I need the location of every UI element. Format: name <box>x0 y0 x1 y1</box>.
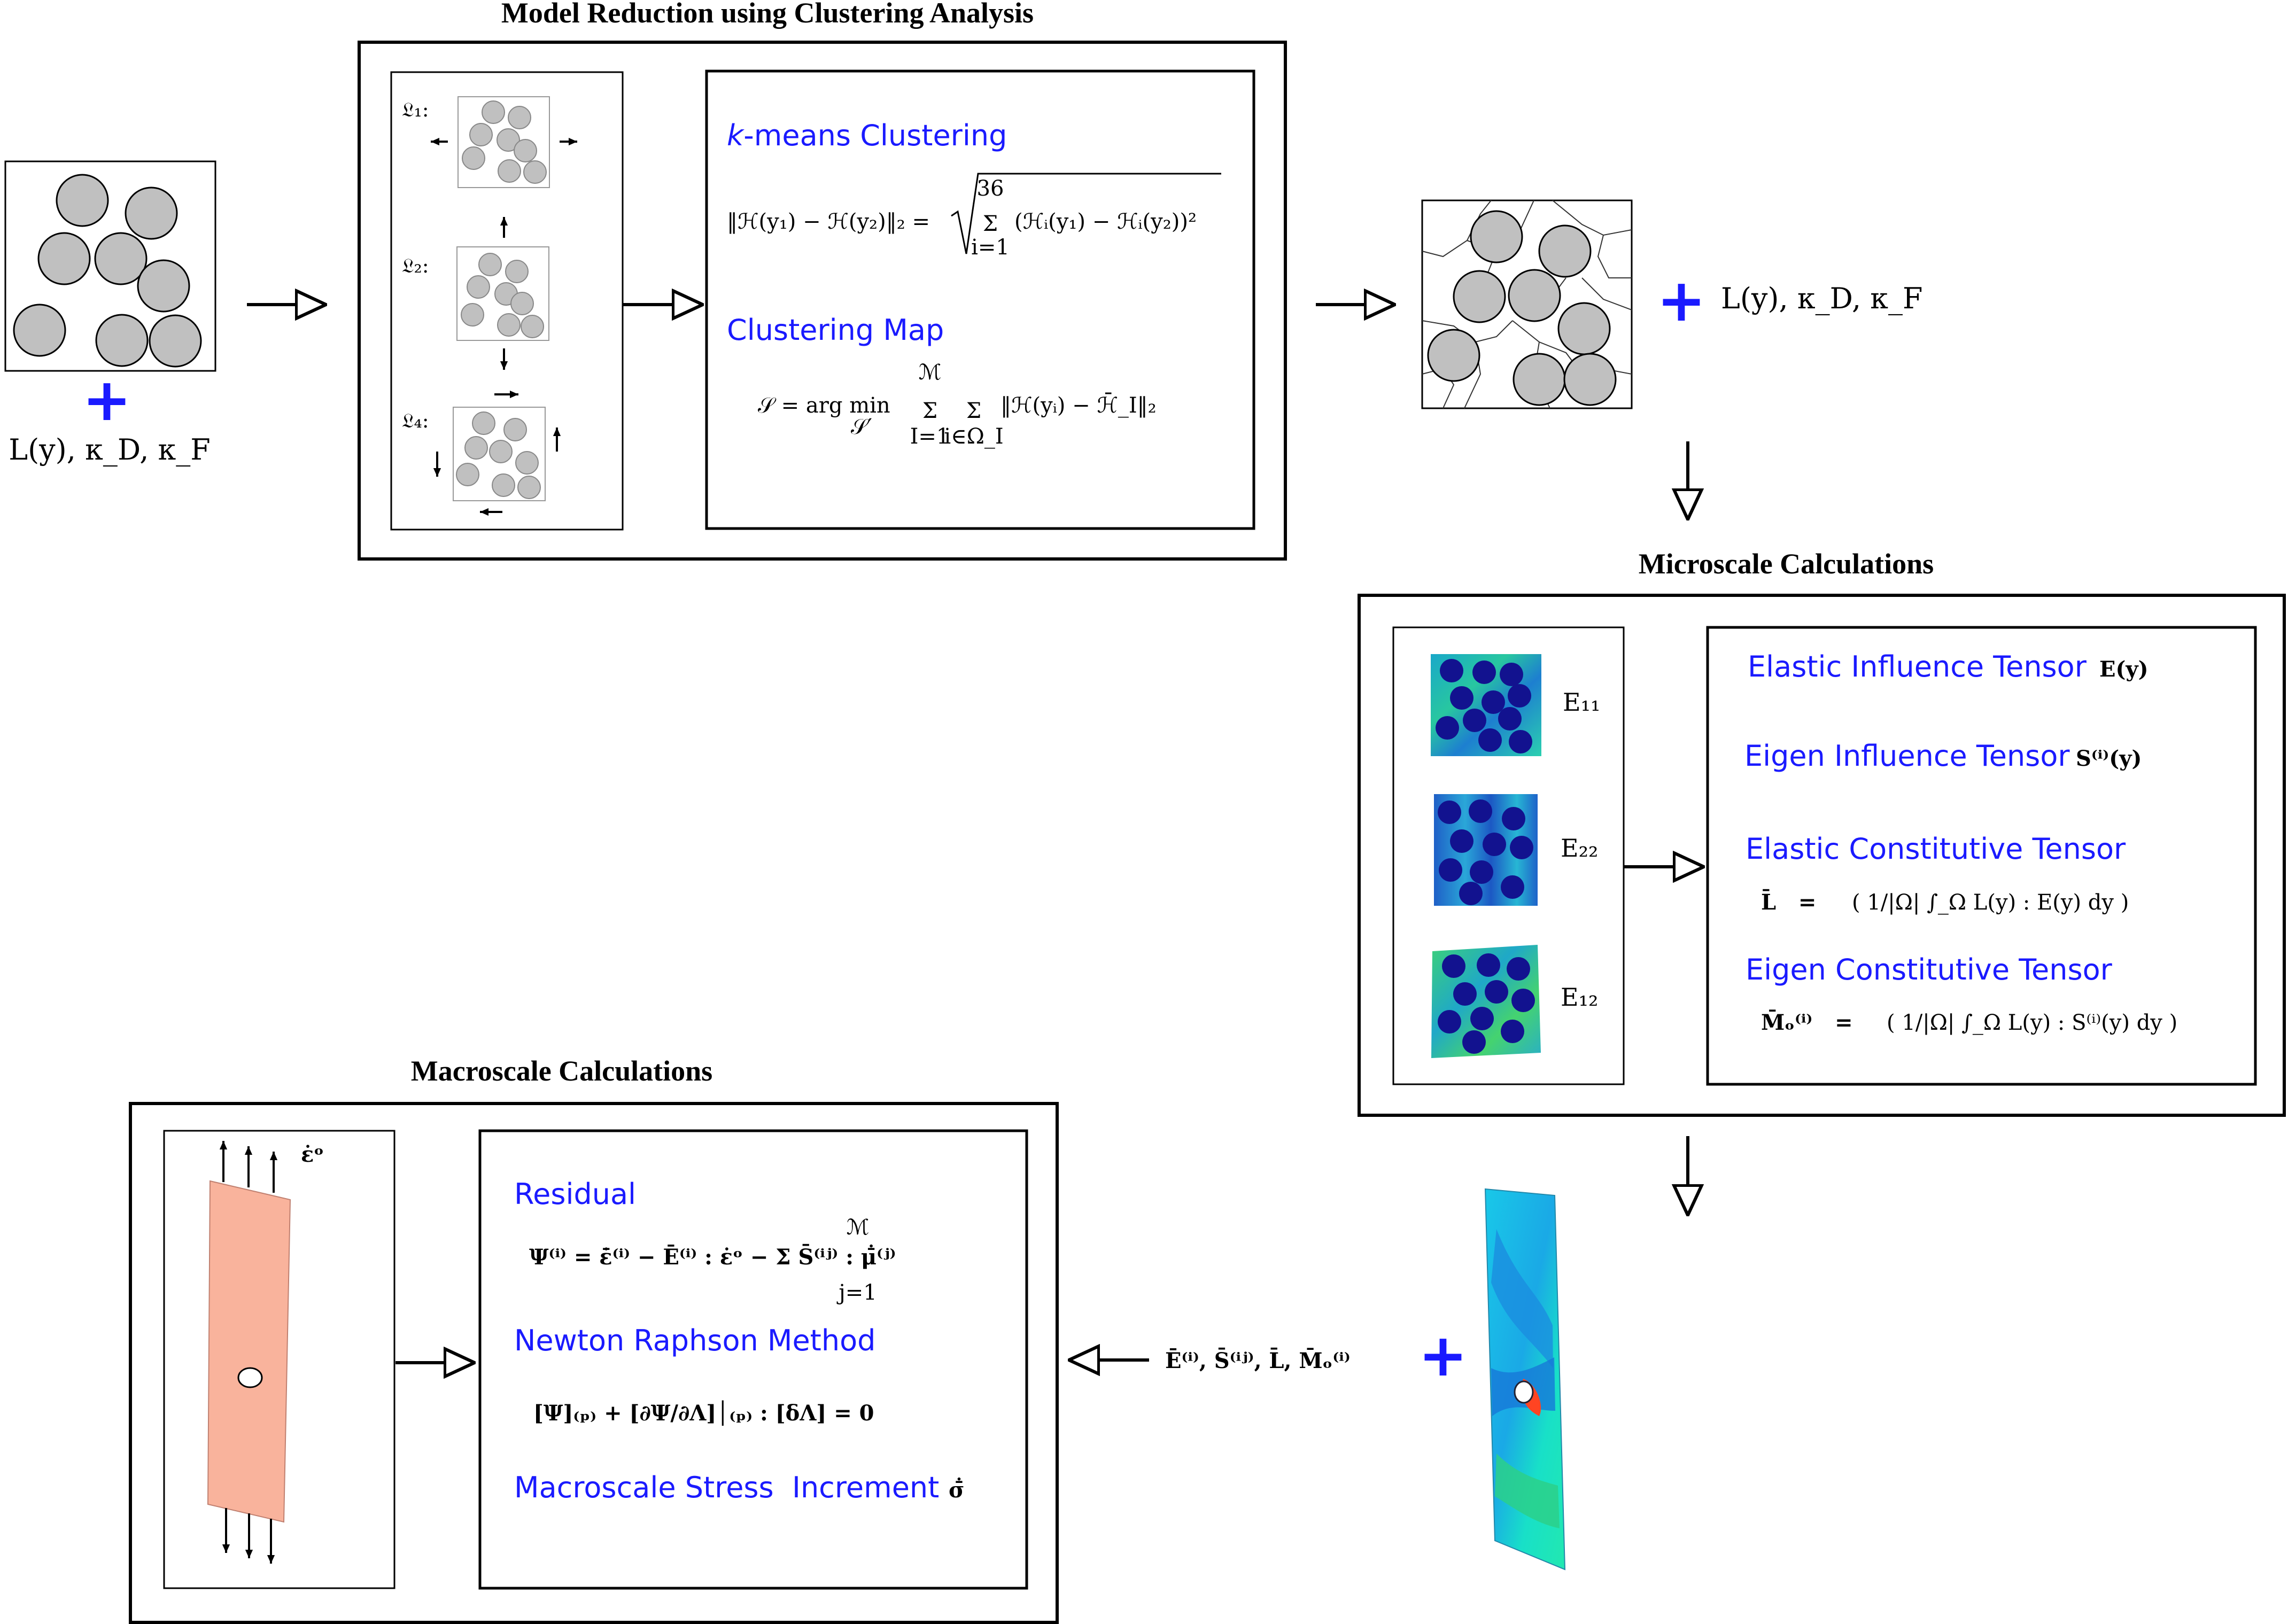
load-case-1: 𝔏₁: <box>402 96 577 188</box>
svg-text:‖ℋ(y₁) − ℋ(y₂)‖₂ =: ‖ℋ(y₁) − ℋ(y₂)‖₂ = <box>727 209 930 234</box>
newton-heading: Newton Raphson Method <box>514 1324 875 1357</box>
clustering-map-equation: 𝒮 = arg min 𝒮′ ℳ Σ I=1 Σ i∈Ω_I ‖ℋ(yᵢ) − … <box>758 360 1157 449</box>
svg-text:Σ: Σ <box>922 399 937 423</box>
svg-text:ℳ: ℳ <box>847 1215 870 1240</box>
eigen-constitutive-heading: Eigen Constitutive Tensor <box>1746 953 2113 986</box>
svg-text:Σ: Σ <box>983 212 998 236</box>
residual-equation: ℳ Ψ⁽ⁱ⁾ = ε̄̇⁽ⁱ⁾ − Ē⁽ⁱ⁾ : ε̇ᵒ − Σ S̄⁽ⁱʲ⁾ … <box>529 1215 896 1305</box>
plate-contour <box>1484 1188 1566 1571</box>
svg-text:𝔏₁:: 𝔏₁: <box>402 98 429 121</box>
elastic-constitutive-heading: Elastic Constitutive Tensor <box>1746 832 2126 866</box>
macro-equations-panel <box>478 1129 1028 1590</box>
svg-text:I=1: I=1 <box>910 424 950 449</box>
label-e12: E₁₂ <box>1561 983 1598 1012</box>
input-label-right: L(y), κ_D, κ_F <box>1721 282 1923 315</box>
contour-e11 <box>1431 654 1541 756</box>
plus-sign-left: + <box>82 366 131 434</box>
svg-text:Σ: Σ <box>966 399 981 423</box>
contour-e12 <box>1431 945 1541 1058</box>
svg-text:Ψ⁽ⁱ⁾ = ε̄̇⁽ⁱ⁾ − Ē⁽ⁱ⁾ : ε̇ᵒ − Σ: Ψ⁽ⁱ⁾ = ε̄̇⁽ⁱ⁾ − Ē⁽ⁱ⁾ : ε̇ᵒ − Σ S̄⁽ⁱʲ⁾ : … <box>529 1245 896 1270</box>
svg-text:𝒮 = arg min: 𝒮 = arg min <box>758 393 890 418</box>
clustering-panel <box>705 69 1255 530</box>
eigen-influence-symbol: S⁽ⁱ⁾(y) <box>2076 746 2142 771</box>
strain-rate-label: ε̇ᵒ <box>301 1142 324 1167</box>
svg-text:𝔏₂:: 𝔏₂: <box>402 254 429 277</box>
kmeans-equation: ‖ℋ(y₁) − ℋ(y₂)‖₂ = 36 Σ i=1 (ℋᵢ(y₁) − ℋᵢ… <box>727 173 1221 260</box>
svg-text:j=1: j=1 <box>836 1280 877 1305</box>
elastic-constitutive-rhs: ( 1/|Ω| ∫_Ω L(y) : E(y) dy ) <box>1852 890 2129 915</box>
stress-symbol: σ̄̇ <box>949 1478 965 1503</box>
eigen-constitutive-lhs: M̄ₒ⁽ⁱ⁾ = <box>1761 1010 1853 1035</box>
elastic-constitutive-lhs: L̄ = <box>1761 890 1816 915</box>
svg-text:i∈Ω_I: i∈Ω_I <box>944 424 1003 449</box>
contour-e22 <box>1434 794 1538 906</box>
load-case-2: 𝔏₂: <box>402 217 549 370</box>
plus-sign-transfer: + <box>1418 1321 1468 1389</box>
transfer-label: Ē⁽ⁱ⁾, S̄⁽ⁱʲ⁾, L̄, M̄ₒ⁽ⁱ⁾ <box>1165 1348 1351 1373</box>
plus-sign-right: + <box>1657 266 1706 335</box>
elastic-influence-symbol: E(y) <box>2099 657 2149 682</box>
eigen-constitutive-rhs: ( 1/|Ω| ∫_Ω L(y) : S⁽ⁱ⁾(y) dy ) <box>1887 1011 2177 1035</box>
input-rve <box>4 160 216 372</box>
svg-text:‖ℋ(yᵢ) − ℋ̄_I‖₂: ‖ℋ(yᵢ) − ℋ̄_I‖₂ <box>1000 393 1157 418</box>
svg-text:𝔏₄:: 𝔏₄: <box>402 409 429 432</box>
svg-text:i=1: i=1 <box>971 235 1010 260</box>
specimen <box>207 1141 291 1564</box>
svg-text:(ℋᵢ(y₁) − ℋᵢ(y₂))²: (ℋᵢ(y₁) − ℋᵢ(y₂))² <box>1014 209 1197 234</box>
title-microscale: Microscale Calculations <box>1639 548 1934 580</box>
label-e11: E₁₁ <box>1563 688 1600 717</box>
elastic-influence-heading: Elastic Influence Tensor <box>1748 650 2087 683</box>
title-model-reduction: Model Reduction using Clustering Analysi… <box>501 0 1034 29</box>
svg-text:𝒮′: 𝒮′ <box>851 415 872 439</box>
label-e22: E₂₂ <box>1561 834 1598 862</box>
clustering-map-heading: Clustering Map <box>727 313 944 347</box>
eigen-influence-heading: Eigen Influence Tensor <box>1744 739 2070 773</box>
clustered-rve <box>1421 199 1633 409</box>
stress-heading: Macroscale Stress Increment <box>514 1471 939 1504</box>
title-macroscale: Macroscale Calculations <box>411 1055 712 1087</box>
svg-text:36: 36 <box>977 176 1004 201</box>
newton-equation: [Ψ]₍ₚ₎ + [∂Ψ/∂Λ]│₍ₚ₎ : [δΛ] = 0 <box>533 1400 874 1426</box>
tensors-panel <box>1706 626 2257 1086</box>
kmeans-heading: k-means Clustering <box>727 119 1007 152</box>
input-label-left: L(y), κ_D, κ_F <box>9 433 211 467</box>
load-case-4: 𝔏₄: <box>402 390 561 516</box>
residual-heading: Residual <box>514 1177 636 1211</box>
svg-text:ℳ: ℳ <box>919 360 942 385</box>
